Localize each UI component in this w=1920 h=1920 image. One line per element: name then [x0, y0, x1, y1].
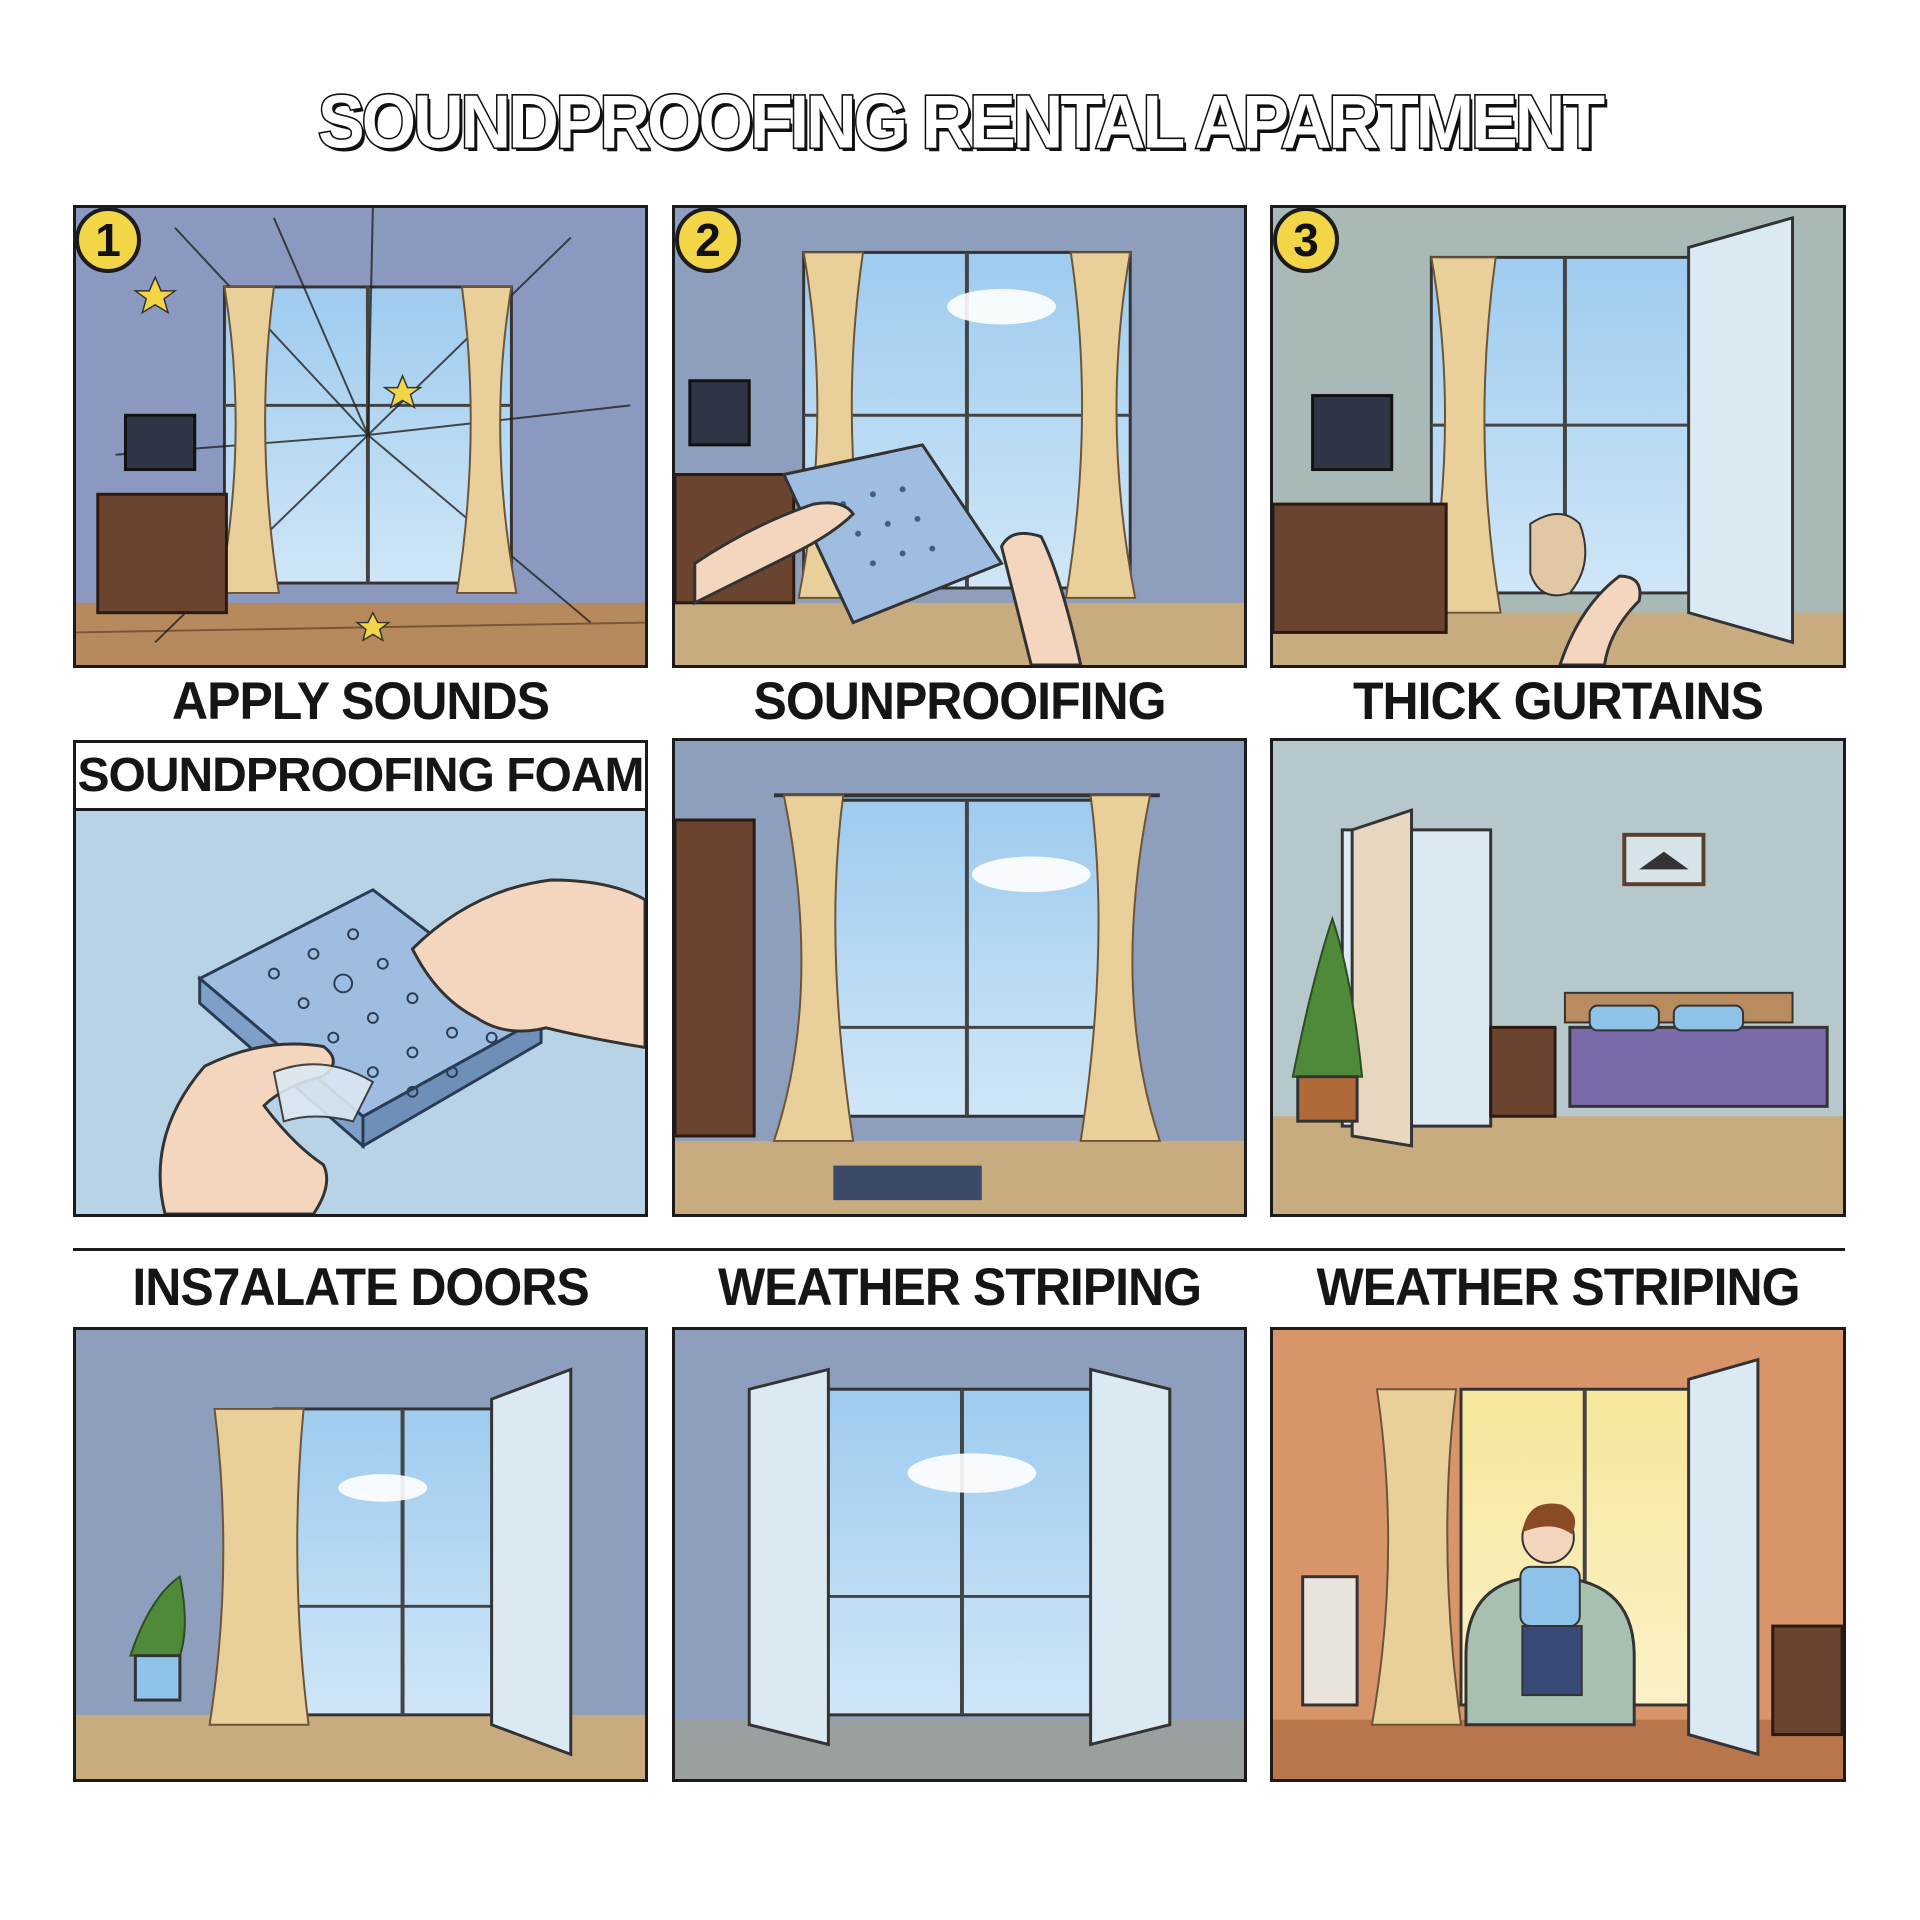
foam-closeup-illustration: [76, 811, 645, 1214]
panel-cozy-room: [1270, 1327, 1846, 1782]
noisy-room-illustration: [76, 208, 645, 665]
panel-install-doors: [73, 1327, 648, 1782]
panel-noise: 1: [73, 205, 648, 668]
caption-install-doors: INS7ALATE DOORS: [132, 1257, 589, 1317]
applying-foam-illustration: [675, 208, 1244, 665]
caption-thick-curtains: THICK GURTAINS: [1352, 671, 1764, 731]
caption-apply-sounds: APPLY SOUNDS: [171, 671, 550, 731]
step-badge-2: 2: [675, 208, 741, 273]
curtains-room-illustration: [1273, 208, 1843, 665]
panel-curtains-door: 3: [1270, 205, 1846, 668]
step-badge-1: 1: [76, 208, 141, 273]
section-divider: [73, 1248, 1845, 1251]
caption-weather-striping-1: WEATHER STRIPING: [717, 1257, 1202, 1317]
panel-foam-closeup: [73, 808, 648, 1217]
page-title: SOUNDPROOFING RENTAL APARTMENT: [316, 78, 1606, 165]
panel-apply-foam: 2: [672, 205, 1247, 668]
bedroom-illustration: [1273, 741, 1843, 1214]
caption-sounproofing: SOUNPROOIFING: [753, 671, 1166, 731]
cozy-room-illustration: [1273, 1330, 1843, 1779]
caption-weather-striping-2: WEATHER STRIPING: [1316, 1257, 1800, 1317]
curtained-window-illustration: [675, 741, 1244, 1214]
door-install-illustration: [76, 1330, 645, 1779]
foam-banner-label: SOUNDPROOFING FOAM: [73, 740, 648, 812]
panel-window-curtains: [672, 738, 1247, 1217]
step-badge-3: 3: [1273, 208, 1339, 273]
open-window-doors-illustration: [675, 1330, 1244, 1779]
panel-weather-striping: [672, 1327, 1247, 1782]
panel-bedroom: [1270, 738, 1846, 1217]
